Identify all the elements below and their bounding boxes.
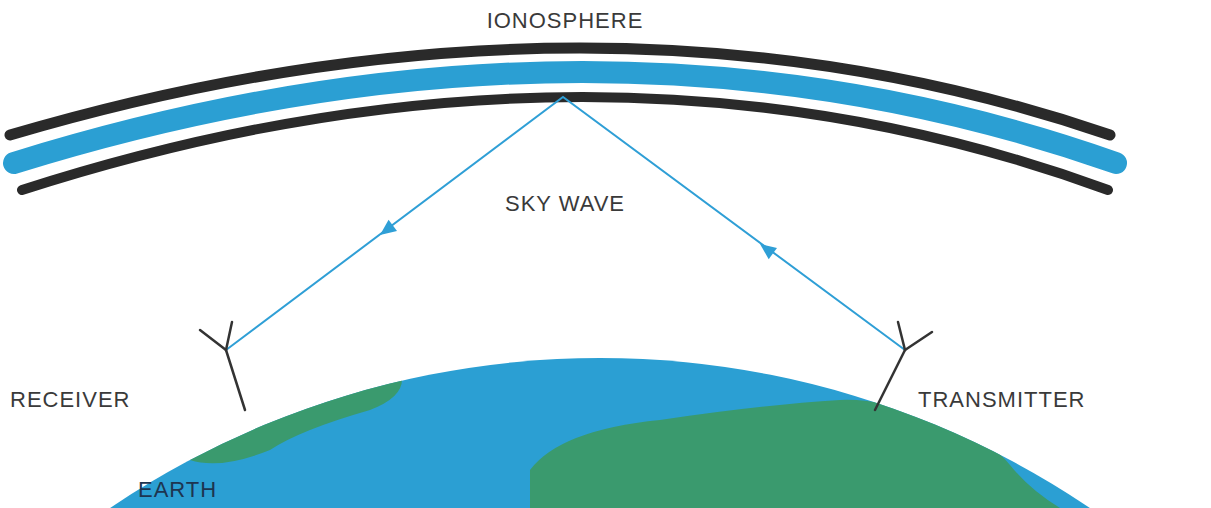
ionosphere-inner	[22, 97, 1108, 190]
sky-wave-label: SKY WAVE	[505, 193, 625, 215]
ionosphere-label: IONOSPHERE	[487, 10, 644, 32]
receiver-antenna	[200, 322, 245, 410]
receiver-label: RECEIVER	[10, 389, 130, 411]
transmitter-label: TRANSMITTER	[918, 389, 1085, 411]
sky-wave-ray	[226, 97, 905, 350]
earth-globe	[0, 358, 1211, 508]
arrowhead	[756, 238, 777, 259]
earth-label: EARTH	[138, 479, 217, 501]
arrowhead	[376, 220, 397, 241]
